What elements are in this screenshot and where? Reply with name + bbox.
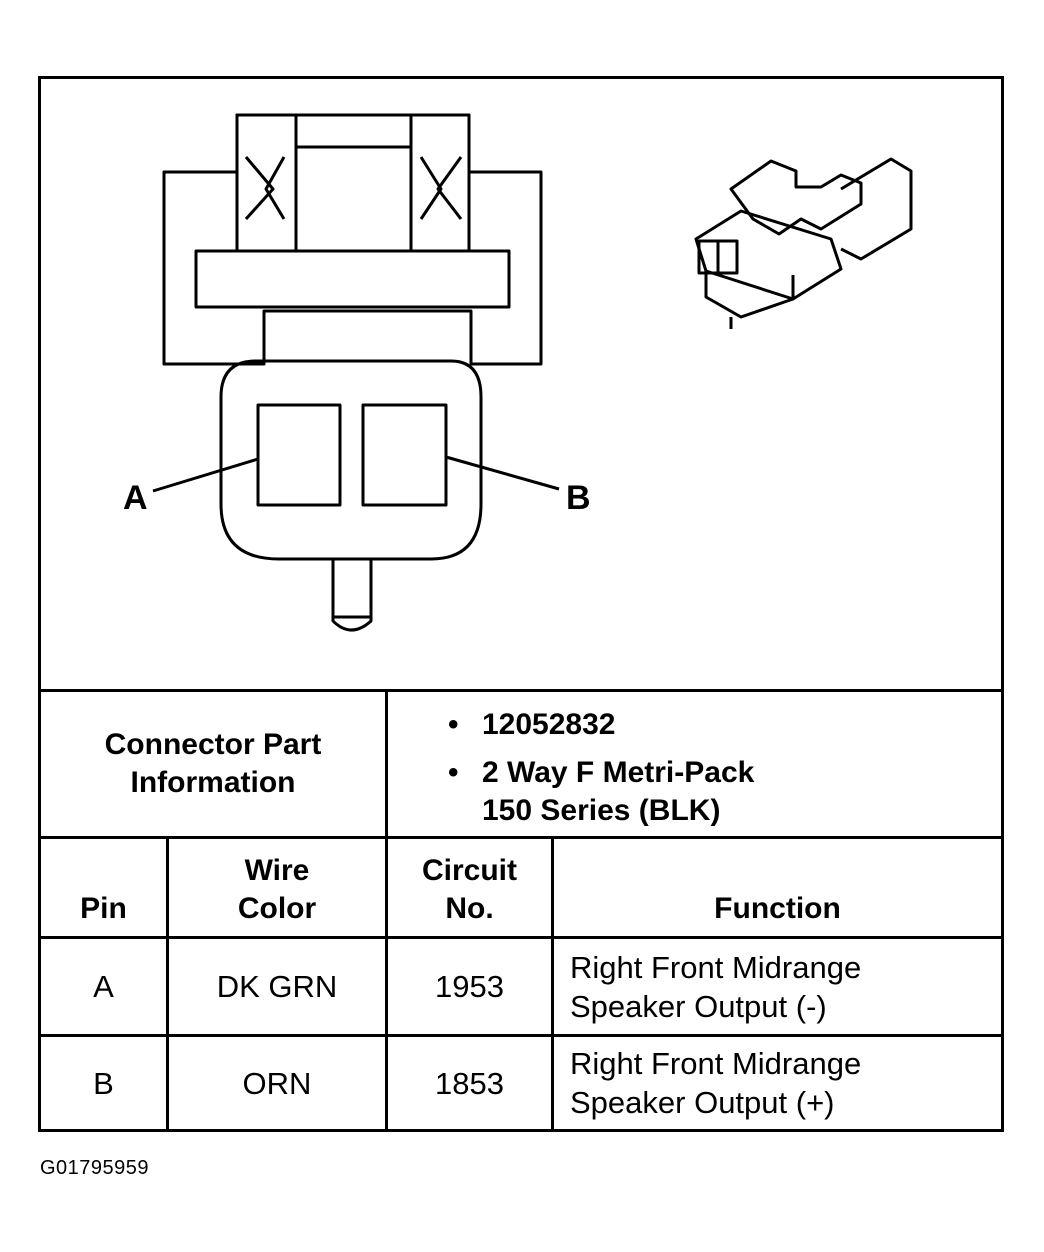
row-a-pin: A (93, 969, 114, 1004)
connector-perspective-icon (694, 157, 913, 329)
pin-a-label: A (123, 479, 148, 517)
figure-id: G01795959 (40, 1157, 150, 1179)
connector-info-label-line1: Connector Part (104, 728, 322, 761)
rule-header-top (41, 836, 1001, 839)
rule-row-b-top (41, 1034, 1001, 1037)
row-a-function: Right Front Midrange Speaker Output (-) (570, 949, 862, 1024)
row-a-circuit: 1953 (435, 969, 504, 1004)
row-b-pin: B (93, 1065, 114, 1101)
connector-info-details: 12052832 2 Way F Metri-Pack 150 Series (… (388, 692, 998, 836)
left-lock-ear (235, 113, 298, 253)
rule-info-divider (385, 691, 388, 837)
row-a-wire-color: DK GRN (216, 969, 338, 1004)
rule-row-a-top (41, 936, 1001, 939)
row-b-function: Right Front Midrange Speaker Output (+) (570, 1046, 862, 1120)
rule-col-pin (166, 838, 169, 1129)
row-b-circuit: 1853 (435, 1065, 504, 1101)
connector-info-bullets: 12052832 2 Way F Metri-Pack 150 Series (… (448, 706, 998, 830)
right-lock-ear (409, 113, 471, 253)
connector-body (162, 113, 543, 366)
key-tab (331, 559, 373, 632)
row-b-wire-color: ORN (242, 1065, 312, 1101)
header-pin: Pin (80, 892, 127, 925)
pin-b-label: B (566, 479, 591, 517)
connector-diagram-frame: A B Connector Part Information 12052832 … (38, 76, 1004, 1132)
header-function: Function (714, 892, 841, 925)
terminal-cavity-a (256, 403, 342, 507)
rule-col-circuit (551, 838, 554, 1129)
terminal-cavity-b (361, 403, 448, 507)
header-wire-color: Wire Color (237, 854, 317, 925)
pin-b-leader (445, 455, 560, 491)
pin-a-leader (152, 457, 259, 493)
connector-info-label-line2: Information (130, 766, 296, 799)
header-circuit-no: Circuit No. (421, 854, 517, 925)
connector-info-label: Connector Part Information (41, 692, 385, 836)
rule-col-wire (385, 838, 388, 1129)
rule-info-top (41, 689, 1001, 692)
connector-drawing: A B (123, 113, 913, 632)
latch-top (294, 145, 413, 253)
pin-housing (219, 359, 483, 561)
bullet-part-number: 12052832 (448, 706, 998, 744)
latch-bar (194, 249, 511, 309)
bullet-connector-type: 2 Way F Metri-Pack 150 Series (BLK) (448, 754, 998, 830)
